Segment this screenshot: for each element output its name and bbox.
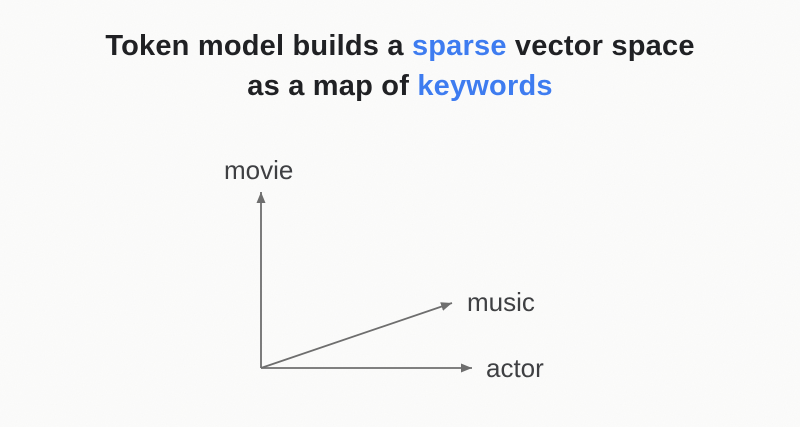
axis-label-music: music: [467, 287, 535, 317]
title-text-segment: as a map of: [247, 70, 418, 102]
title-highlight-keywords: keywords: [417, 70, 553, 102]
title-highlight-sparse: sparse: [411, 30, 507, 62]
title-line-1: Token model builds a sparse vector space: [0, 26, 800, 66]
music-vector-arrow: [260, 302, 453, 369]
axis-label-movie: movie: [224, 155, 294, 185]
title-text-segment: vector space: [506, 30, 695, 62]
title-text-segment: Token model builds a: [105, 30, 412, 62]
page-title: Token model builds a sparse vector space…: [0, 26, 800, 106]
axis-label-actor: actor: [486, 353, 544, 383]
title-line-2: as a map of keywords: [0, 66, 800, 106]
